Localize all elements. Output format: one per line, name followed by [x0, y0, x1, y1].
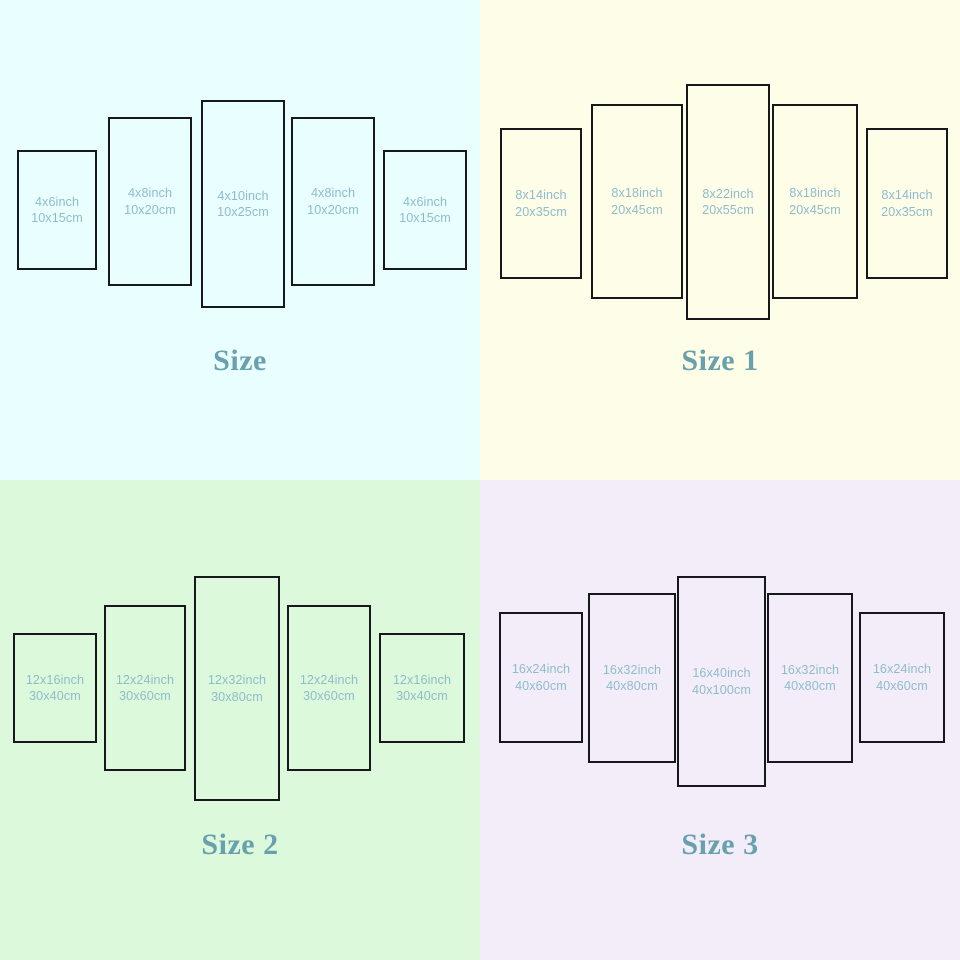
canvas-panel-3[interactable]: 8x22inch 20x55cm [686, 84, 770, 320]
quadrant-size-2: 12x16inch 30x40cm 12x24inch 30x60cm 12x3… [0, 480, 480, 960]
canvas-panel-1[interactable]: 12x16inch 30x40cm [13, 633, 97, 743]
panel-size-label: 8x22inch 20x55cm [702, 186, 754, 217]
panel-size-label: 12x24inch 30x60cm [299, 672, 359, 703]
panel-group-size-3: 16x24inch 40x60cm 16x32inch 40x80cm 16x4… [480, 480, 960, 840]
panel-size-label: 12x32inch 30x80cm [207, 673, 267, 704]
panel-size-label: 4x8inch 10x20cm [307, 186, 359, 217]
quadrant-title-size-2: Size 2 [201, 828, 279, 861]
panel-size-label: 8x14inch 20x35cm [515, 188, 567, 219]
canvas-panel-4[interactable]: 16x32inch 40x80cm [767, 593, 853, 763]
canvas-panel-4[interactable]: 8x18inch 20x45cm [772, 104, 858, 299]
panel-size-label: 16x24inch 40x60cm [511, 662, 571, 693]
canvas-panel-5[interactable]: 4x6inch 10x15cm [383, 150, 467, 270]
canvas-panel-3[interactable]: 4x10inch 10x25cm [201, 100, 285, 308]
canvas-panel-4[interactable]: 4x8inch 10x20cm [291, 117, 375, 286]
panel-group-size-1: 8x14inch 20x35cm 8x18inch 20x45cm 8x22in… [480, 0, 960, 360]
canvas-panel-3[interactable]: 16x40inch 40x100cm [677, 576, 766, 787]
canvas-panel-2[interactable]: 4x8inch 10x20cm [108, 117, 192, 286]
canvas-panel-5[interactable]: 8x14inch 20x35cm [866, 128, 948, 279]
panel-size-label: 4x6inch 10x15cm [399, 194, 451, 225]
canvas-panel-5[interactable]: 16x24inch 40x60cm [859, 612, 945, 743]
panel-size-label: 16x40inch 40x100cm [692, 666, 751, 697]
panel-size-label: 4x8inch 10x20cm [124, 186, 176, 217]
quadrant-title-size: Size [213, 344, 267, 377]
panel-size-label: 4x6inch 10x15cm [31, 194, 83, 225]
quadrant-size-3: 16x24inch 40x60cm 16x32inch 40x80cm 16x4… [480, 480, 960, 960]
canvas-panel-1[interactable]: 16x24inch 40x60cm [499, 612, 583, 743]
canvas-panel-2[interactable]: 12x24inch 30x60cm [104, 605, 186, 771]
panel-size-label: 8x14inch 20x35cm [881, 188, 933, 219]
panel-size-label: 4x10inch 10x25cm [217, 188, 269, 219]
quadrant-title-size-1: Size 1 [681, 344, 759, 377]
panel-group-size: 4x6inch 10x15cm 4x8inch 10x20cm 4x10inch… [0, 0, 480, 360]
quadrant-size: 4x6inch 10x15cm 4x8inch 10x20cm 4x10inch… [0, 0, 480, 480]
quadrant-size-1: 8x14inch 20x35cm 8x18inch 20x45cm 8x22in… [480, 0, 960, 480]
panel-size-label: 12x24inch 30x60cm [115, 672, 175, 703]
canvas-panel-2[interactable]: 8x18inch 20x45cm [591, 104, 683, 299]
canvas-panel-1[interactable]: 4x6inch 10x15cm [17, 150, 97, 270]
panel-group-size-2: 12x16inch 30x40cm 12x24inch 30x60cm 12x3… [0, 480, 480, 840]
panel-size-label: 16x32inch 40x80cm [602, 662, 662, 693]
panel-size-label: 16x32inch 40x80cm [780, 662, 840, 693]
canvas-panel-1[interactable]: 8x14inch 20x35cm [500, 128, 582, 279]
quadrant-title-size-3: Size 3 [681, 828, 759, 861]
panel-size-label: 8x18inch 20x45cm [611, 186, 663, 217]
panel-size-label: 12x16inch 30x40cm [392, 672, 452, 703]
canvas-panel-5[interactable]: 12x16inch 30x40cm [379, 633, 465, 743]
canvas-panel-3[interactable]: 12x32inch 30x80cm [194, 576, 280, 801]
panel-size-label: 12x16inch 30x40cm [25, 672, 85, 703]
canvas-panel-4[interactable]: 12x24inch 30x60cm [287, 605, 371, 771]
canvas-panel-2[interactable]: 16x32inch 40x80cm [588, 593, 676, 763]
panel-size-label: 16x24inch 40x60cm [872, 662, 932, 693]
panel-size-label: 8x18inch 20x45cm [789, 186, 841, 217]
